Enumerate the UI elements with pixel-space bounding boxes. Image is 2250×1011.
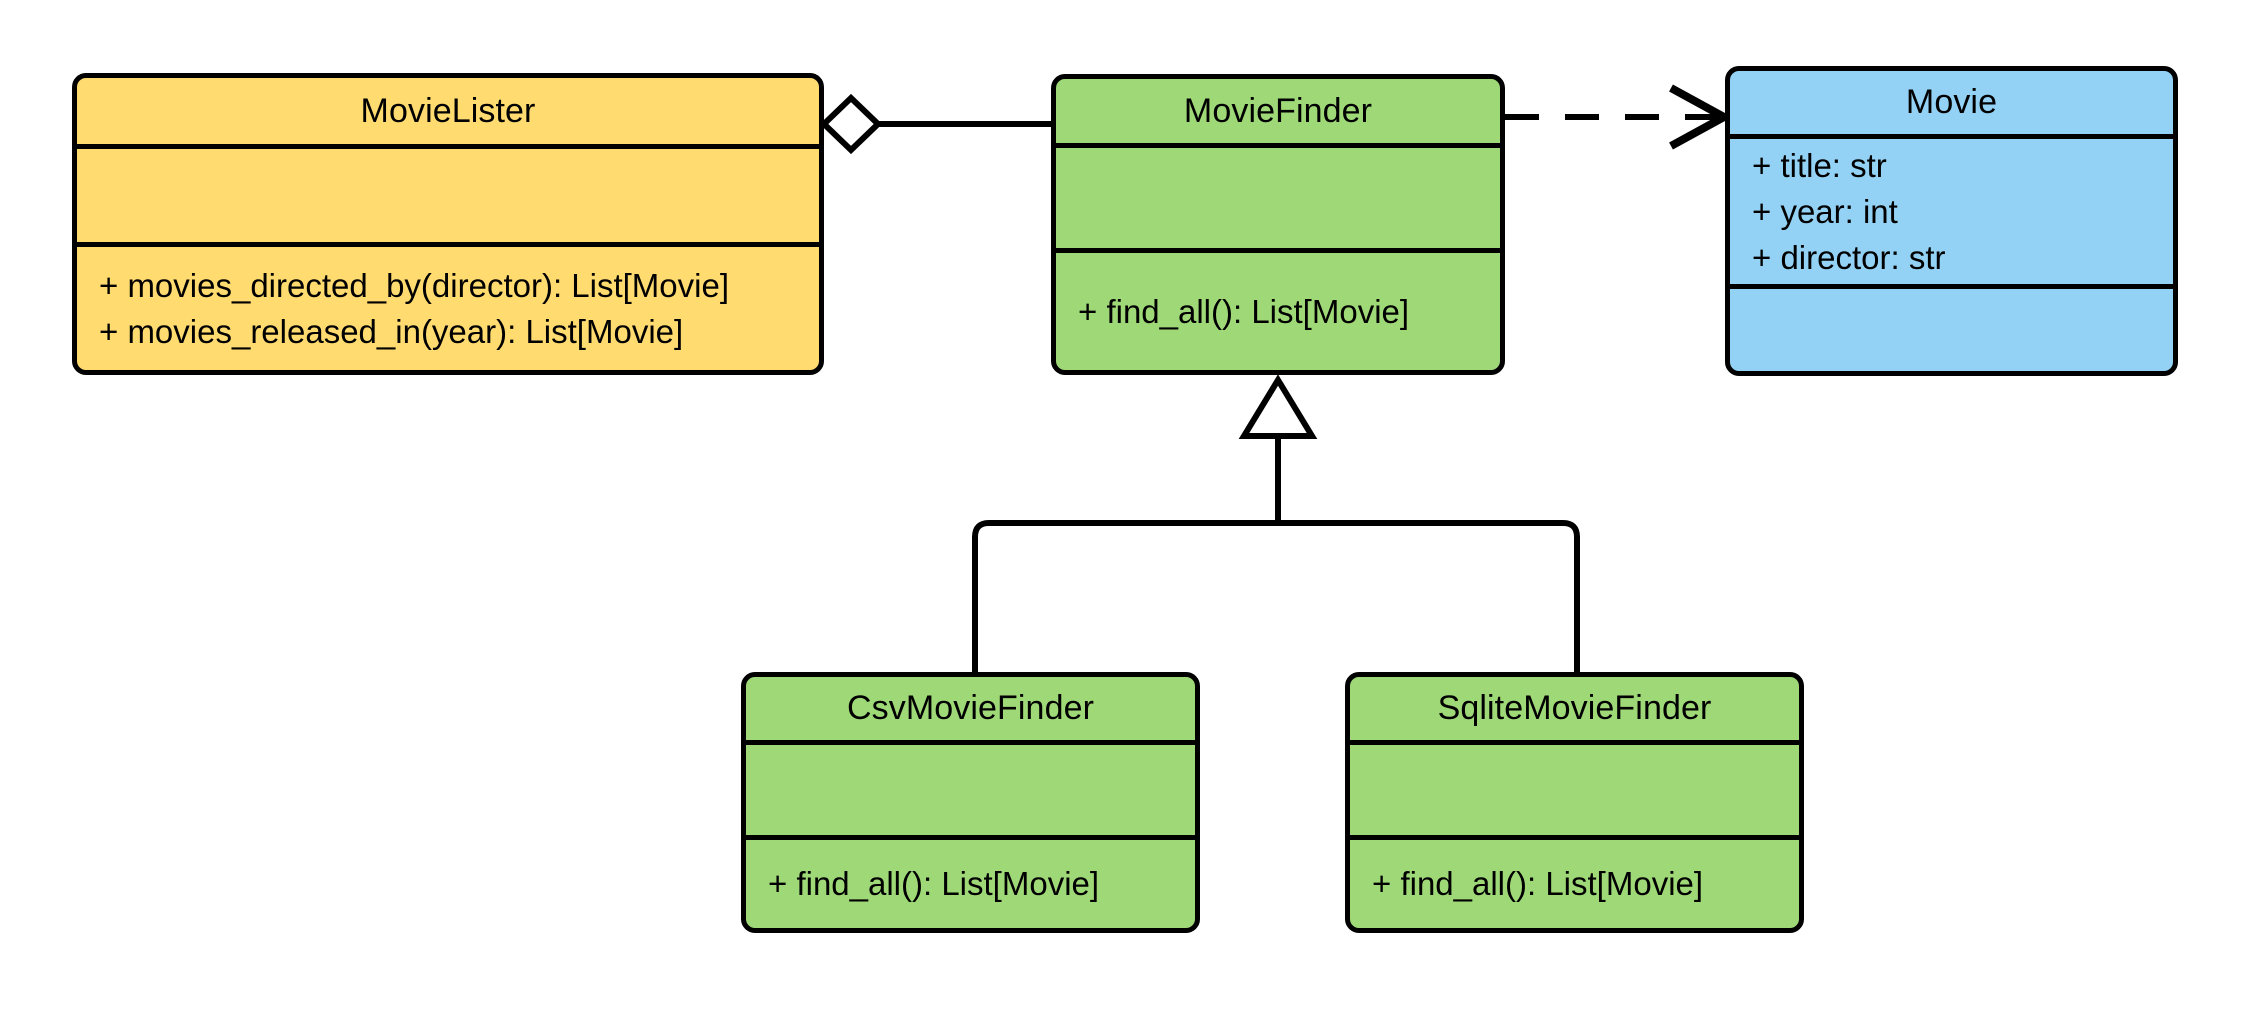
generalization-branch-csv	[972, 520, 1278, 672]
methods-compartment-movie-lister: + movies_directed_by(director): List[Mov…	[77, 242, 819, 370]
methods-compartment-movie	[1730, 284, 2173, 371]
attribute-line: + title: str	[1752, 146, 1887, 184]
edge-generalization-tree	[972, 374, 1580, 672]
generalization-branch-sqlite	[1278, 520, 1580, 672]
method-line: + find_all(): List[Movie]	[768, 865, 1100, 902]
hollow-diamond-marker	[819, 93, 883, 155]
class-box-csv-movie-finder[interactable]: CsvMovieFinder + find_all(): List[Movie]	[741, 672, 1200, 933]
class-title-sqlite-movie-finder: SqliteMovieFinder	[1350, 677, 1799, 740]
attributes-compartment-csv-movie-finder	[746, 740, 1195, 835]
methods-compartment-movie-finder: + find_all(): List[Movie]	[1056, 248, 1500, 370]
class-title-movie-lister: MovieLister	[77, 78, 819, 144]
attributes-compartment-movie: + title: str + year: int + director: str	[1730, 134, 2173, 284]
attributes-compartment-sqlite-movie-finder	[1350, 740, 1799, 835]
class-name-label: Movie	[1905, 83, 1998, 121]
class-name-label: SqliteMovieFinder	[1437, 689, 1712, 727]
class-box-sqlite-movie-finder[interactable]: SqliteMovieFinder + find_all(): List[Mov…	[1345, 672, 1804, 933]
class-title-movie-finder: MovieFinder	[1056, 79, 1500, 143]
attribute-line: + year: int	[1752, 192, 1898, 230]
class-box-movie-finder[interactable]: MovieFinder + find_all(): List[Movie]	[1051, 74, 1505, 375]
class-title-csv-movie-finder: CsvMovieFinder	[746, 677, 1195, 740]
class-name-label: MovieLister	[360, 91, 536, 130]
class-name-label: MovieFinder	[1183, 91, 1373, 130]
edge-dependency-finder-movie	[1505, 84, 1733, 150]
hollow-triangle-marker	[1238, 374, 1318, 439]
class-box-movie-lister[interactable]: MovieLister + movies_directed_by(directo…	[72, 73, 824, 375]
method-line: + movies_released_in(year): List[Movie]	[99, 312, 684, 350]
class-title-movie: Movie	[1730, 71, 2173, 134]
method-line: + find_all(): List[Movie]	[1372, 865, 1704, 902]
class-box-movie[interactable]: Movie + title: str + year: int + directo…	[1725, 66, 2178, 376]
methods-compartment-csv-movie-finder: + find_all(): List[Movie]	[746, 835, 1195, 928]
attributes-compartment-movie-lister	[77, 144, 819, 242]
method-line: + movies_directed_by(director): List[Mov…	[99, 266, 729, 304]
methods-compartment-sqlite-movie-finder: + find_all(): List[Movie]	[1350, 835, 1799, 928]
method-line: + find_all(): List[Movie]	[1078, 292, 1410, 330]
attribute-line: + director: str	[1752, 238, 1946, 276]
edge-aggregation-lister-finder	[819, 93, 1051, 155]
attributes-compartment-movie-finder	[1056, 143, 1500, 248]
open-arrow-marker	[1669, 84, 1733, 150]
class-name-label: CsvMovieFinder	[846, 689, 1095, 727]
